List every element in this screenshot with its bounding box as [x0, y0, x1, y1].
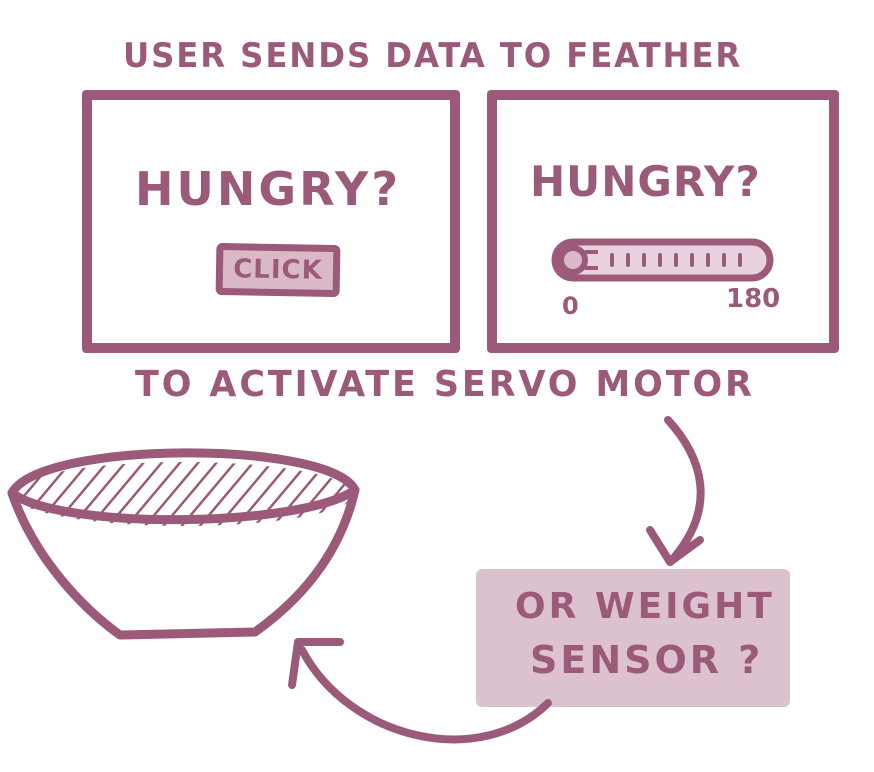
arrow-to-bowl — [288, 638, 552, 744]
slider-knob[interactable] — [558, 245, 588, 275]
hungry-slider-panel — [487, 90, 839, 353]
sensor-text-line1: OR WEIGHT — [515, 586, 775, 627]
arrow-to-sensor — [646, 416, 705, 566]
servo-slider[interactable] — [551, 238, 774, 282]
slider-track[interactable] — [551, 238, 774, 282]
activate-servo-text: TO ACTIVATE SERVO MOTOR — [135, 364, 755, 405]
diagram-title: USER SENDS DATA TO FEATHER — [123, 36, 743, 76]
bowl-body — [7, 485, 360, 640]
bowl — [7, 448, 360, 640]
hungry-click-panel — [82, 90, 460, 353]
right-panel-heading: HUNGRY? — [530, 157, 761, 206]
weight-sensor-box — [476, 569, 790, 707]
slider-min-label: 0 — [562, 292, 581, 320]
left-panel-heading: HUNGRY? — [135, 162, 402, 216]
slider-max-label: 180 — [726, 284, 781, 314]
sensor-text-line2: SENSOR ? — [530, 638, 764, 682]
slider-ticks — [610, 253, 742, 267]
